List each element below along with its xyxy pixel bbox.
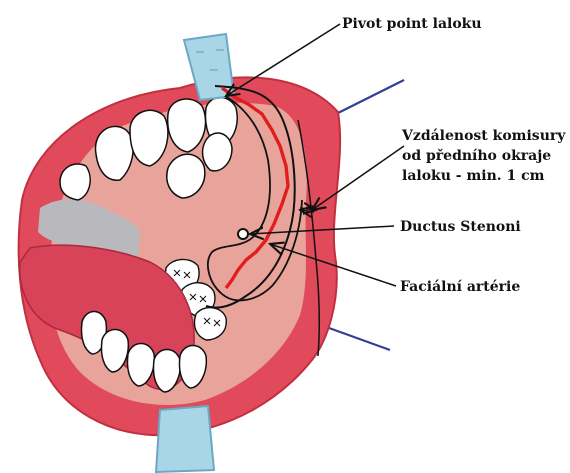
upper-blue-line [338, 80, 404, 113]
lower-retractor [156, 406, 214, 472]
pivot-label: Pivot point laloku [342, 16, 482, 32]
distance-label-line-2: od předního okraje [402, 148, 551, 164]
ductus-opening [238, 229, 248, 239]
distance-label-line-1: Vzdálenost komisury [401, 128, 566, 144]
ductus-label: Ductus Stenoni [400, 219, 521, 235]
distance-label-line-3: laloku - min. 1 cm [402, 168, 545, 184]
artery-label: Faciální artérie [400, 279, 520, 295]
